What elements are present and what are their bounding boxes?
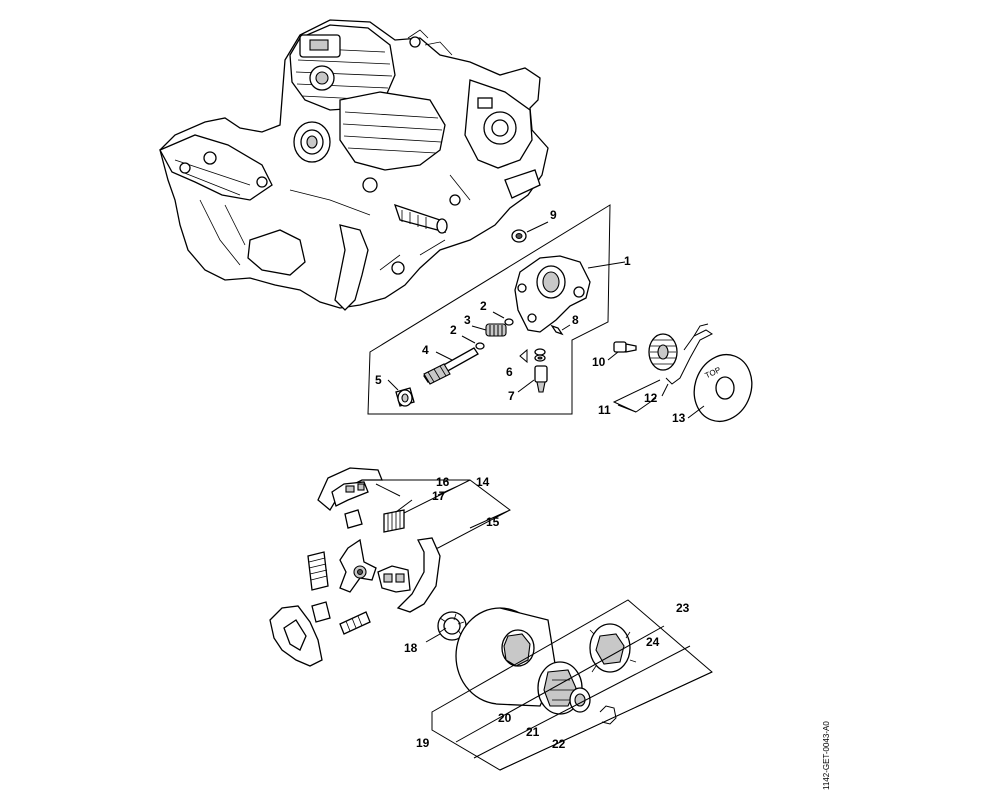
callout-18: 18 [404, 641, 418, 655]
oil-pump-group-outline [367, 204, 611, 415]
engine-housing [159, 19, 549, 311]
callout-5: 5 [375, 373, 382, 387]
callout-23: 23 [676, 601, 690, 615]
washer-part-6 [519, 348, 546, 364]
callout-11: 11 [598, 403, 611, 417]
callout-16: 16 [436, 475, 450, 489]
callout-9: 9 [550, 208, 557, 222]
spring-lower [339, 611, 371, 635]
callout-17: 17 [432, 489, 446, 503]
spring-left [307, 551, 329, 591]
clutch-pad-lower [311, 601, 331, 623]
bushing-part-5 [395, 387, 415, 407]
callout-10: 10 [592, 355, 606, 369]
o-ring-part-2-lower [475, 342, 485, 350]
callout-14: 14 [476, 475, 490, 489]
oil-pump-housing-part-1 [514, 255, 591, 333]
pin-part-8 [550, 324, 564, 336]
callout-8: 8 [572, 313, 579, 327]
callout-24: 24 [646, 635, 660, 649]
disc-part-13: TOP [693, 353, 753, 423]
callout-4: 4 [422, 343, 429, 357]
callout-22: 22 [552, 737, 566, 751]
spring-part-17 [383, 509, 405, 533]
callout-6: 6 [506, 365, 513, 379]
callout-15: 15 [486, 515, 500, 529]
screw-part-10 [613, 341, 637, 353]
worm-shaft-part-4 [423, 347, 479, 385]
reference-code: 1142-GET-0043-A0 [822, 721, 831, 790]
callout-19: 19 [416, 736, 430, 750]
o-ring-part-2-upper [504, 318, 514, 326]
callout-13: 13 [672, 411, 686, 425]
clutch-shoe-lower [269, 605, 323, 667]
callout-2-upper: 2 [480, 299, 487, 313]
worm-gear-part-12 [648, 323, 713, 385]
callout-20: 20 [498, 711, 512, 725]
clutch-group-lines [372, 479, 511, 549]
clutch-shoe-right [377, 537, 441, 613]
callout-1: 1 [624, 254, 631, 268]
valve-part-7 [534, 365, 548, 393]
spur-sprocket-part-24 [589, 623, 637, 673]
callout-12: 12 [644, 391, 658, 405]
needle-cage-part-18 [437, 611, 467, 641]
callout-7: 7 [508, 389, 515, 403]
callout-labels: 1 2 2 3 4 5 6 7 8 9 10 11 12 13 14 15 16… [375, 208, 690, 751]
callout-3: 3 [464, 313, 471, 327]
clutch-shoe-upper [317, 467, 383, 511]
bushing-part-9 [511, 229, 527, 243]
clutch-pad [344, 509, 363, 529]
clutch-spider [339, 538, 377, 593]
e-clip-part-22 [599, 705, 617, 725]
callout-21: 21 [526, 725, 540, 739]
callout-2-lower: 2 [450, 323, 457, 337]
washer-part-21 [569, 687, 591, 713]
spring-part-3 [485, 323, 507, 337]
